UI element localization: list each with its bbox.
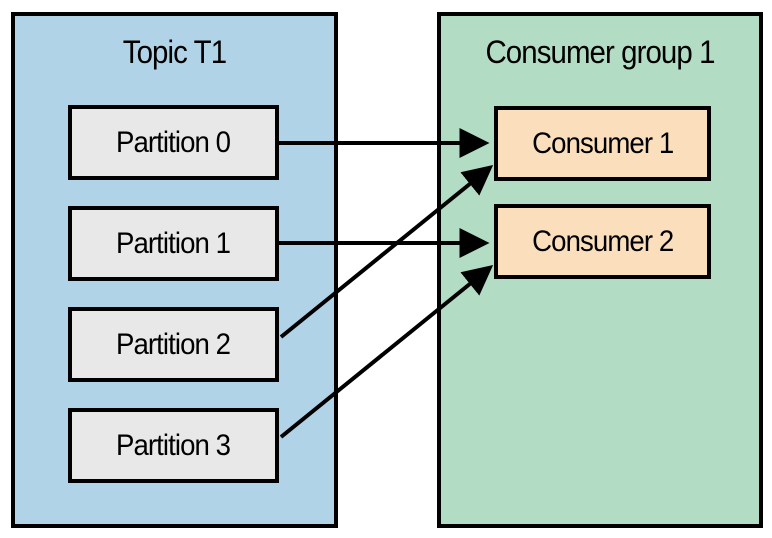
partition-label-1: Partition 1: [116, 226, 231, 260]
partition-box-1: Partition 1: [68, 206, 279, 281]
partition-label-3: Partition 3: [116, 428, 231, 462]
consumer-box-1: Consumer 1: [494, 106, 711, 181]
partition-box-2: Partition 2: [68, 307, 279, 382]
partition-label-0: Partition 0: [116, 125, 231, 159]
consumer-label-2: Consumer 2: [531, 224, 674, 258]
consumer-box-2: Consumer 2: [494, 204, 711, 279]
partition-box-3: Partition 3: [68, 408, 279, 483]
partition-box-0: Partition 0: [68, 105, 279, 180]
topic-title: Topic T1: [122, 34, 227, 70]
consumer-label-1: Consumer 1: [531, 126, 674, 160]
consumer-group-title: Consumer group 1: [485, 34, 715, 70]
partition-label-2: Partition 2: [116, 327, 231, 361]
